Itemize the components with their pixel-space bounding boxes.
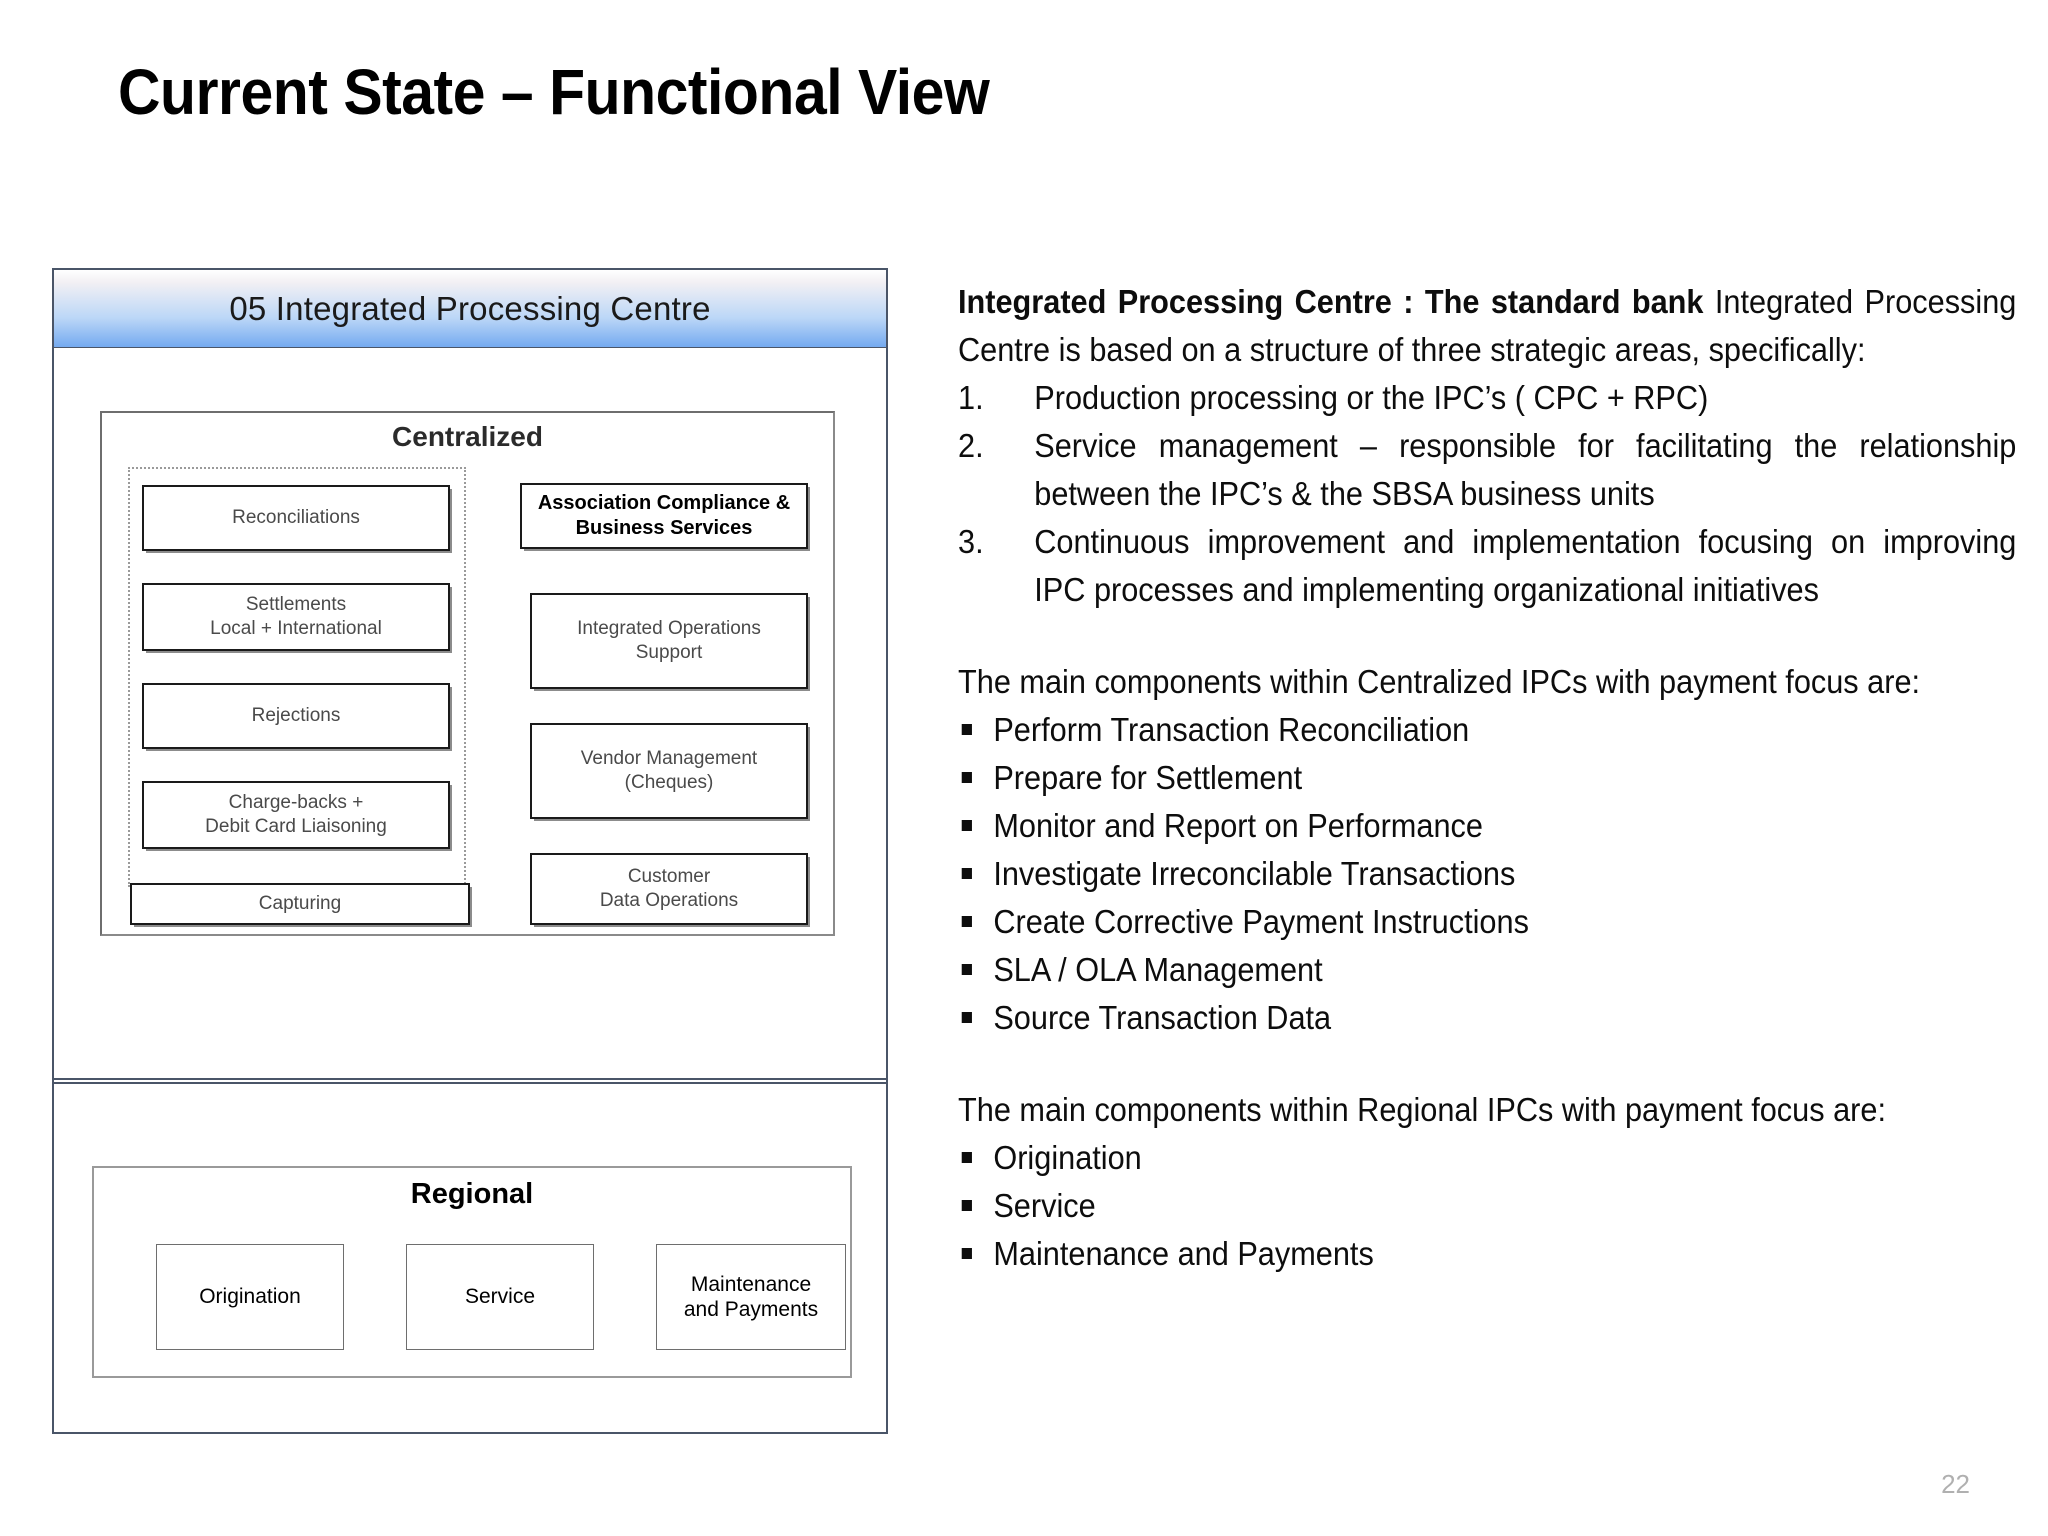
box-charge-backs[interactable]: Charge-backs +Debit Card Liaisoning: [142, 781, 450, 849]
square-bullet-icon: [961, 820, 972, 831]
strategic-area-item: 3. Continuous improvement and implementat…: [958, 518, 2016, 614]
page-title: Current State – Functional View: [118, 56, 990, 128]
box-service[interactable]: Service: [406, 1244, 594, 1350]
list-text: Continuous improvement and implementatio…: [1034, 523, 2017, 608]
bullet-text: Create Corrective Payment Instructions: [993, 903, 1529, 940]
bullet-text: Prepare for Settlement: [993, 759, 1303, 796]
bullet-text: Source Transaction Data: [993, 999, 1332, 1036]
strategic-area-item: 1. Production processing or the IPC’s ( C…: [958, 374, 2016, 422]
list-number: 3.: [958, 523, 984, 560]
square-bullet-icon: [961, 1152, 972, 1163]
spacer-2: [958, 1042, 2016, 1086]
box-capturing[interactable]: Capturing: [130, 883, 470, 925]
box-origination[interactable]: Origination: [156, 1244, 344, 1350]
bullet-text: Service: [993, 1187, 1096, 1224]
list-text: Production processing or the IPC’s ( CPC…: [1034, 379, 1709, 416]
square-bullet-icon: [961, 724, 972, 735]
regional-component-item: Service: [958, 1182, 2016, 1230]
centralized-component-item: Source Transaction Data: [958, 994, 2016, 1042]
list-number: 1.: [958, 379, 984, 416]
square-bullet-icon: [961, 1200, 972, 1211]
regional-component-item: Origination: [958, 1134, 2016, 1182]
square-bullet-icon: [961, 964, 972, 975]
spacer-1: [958, 614, 2016, 658]
centralized-title: Centralized: [392, 421, 543, 452]
bullet-text: Origination: [993, 1139, 1142, 1176]
functional-view-diagram: 05 Integrated Processing Centre Centrali…: [52, 268, 888, 1434]
box-association-compliance[interactable]: Association Compliance &Business Service…: [520, 483, 808, 549]
bullet-text: Perform Transaction Reconciliation: [993, 711, 1470, 748]
centralized-component-item: Investigate Irreconcilable Transactions: [958, 850, 2016, 898]
square-bullet-icon: [961, 868, 972, 879]
square-bullet-icon: [961, 772, 972, 783]
intro-rest: Integrated Processing Centre is based on…: [958, 283, 2017, 368]
regional-title: Regional: [410, 1178, 534, 1210]
list-number: 2.: [958, 427, 984, 464]
centralized-lead-paragraph: The main components within Centralized I…: [958, 663, 1921, 700]
section-divider: [54, 1078, 886, 1084]
intro-bold-lead: Integrated Processing Centre : The stand…: [958, 283, 1704, 320]
centralized-component-item: Perform Transaction Reconciliation: [958, 706, 2016, 754]
bullet-text: SLA / OLA Management: [993, 951, 1323, 988]
centralized-component-item: Create Corrective Payment Instructions: [958, 898, 2016, 946]
regional-box: Regional Origination Service Maintenance…: [92, 1166, 852, 1378]
intro-paragraph: Integrated Processing Centre : The stand…: [958, 278, 2016, 374]
list-text: Service management – responsible for fac…: [1034, 427, 2017, 512]
bullet-text: Maintenance and Payments: [993, 1235, 1374, 1272]
centralized-component-item: Monitor and Report on Performance: [958, 802, 2016, 850]
centralized-component-item: Prepare for Settlement: [958, 754, 2016, 802]
bullet-text: Investigate Irreconcilable Transactions: [993, 855, 1516, 892]
regional-lead-paragraph: The main components within Regional IPCs…: [958, 1091, 1886, 1128]
box-reconciliations[interactable]: Reconciliations: [142, 485, 450, 551]
square-bullet-icon: [961, 1248, 972, 1259]
square-bullet-icon: [961, 916, 972, 927]
strategic-areas-list: 1. Production processing or the IPC’s ( C…: [958, 374, 2016, 614]
regional-component-item: Maintenance and Payments: [958, 1230, 2016, 1278]
description-panel: Integrated Processing Centre : The stand…: [958, 278, 2016, 1278]
box-rejections[interactable]: Rejections: [142, 683, 450, 749]
diagram-header-title: 05 Integrated Processing Centre: [229, 289, 711, 327]
page-number: 22: [1941, 1469, 1970, 1499]
strategic-area-item: 2. Service management – responsible for f…: [958, 422, 2016, 518]
centralized-component-item: SLA / OLA Management: [958, 946, 2016, 994]
box-vendor-management[interactable]: Vendor Management(Cheques): [530, 723, 808, 819]
diagram-header: 05 Integrated Processing Centre: [54, 270, 886, 348]
square-bullet-icon: [961, 1012, 972, 1023]
bullet-text: Monitor and Report on Performance: [993, 807, 1483, 844]
